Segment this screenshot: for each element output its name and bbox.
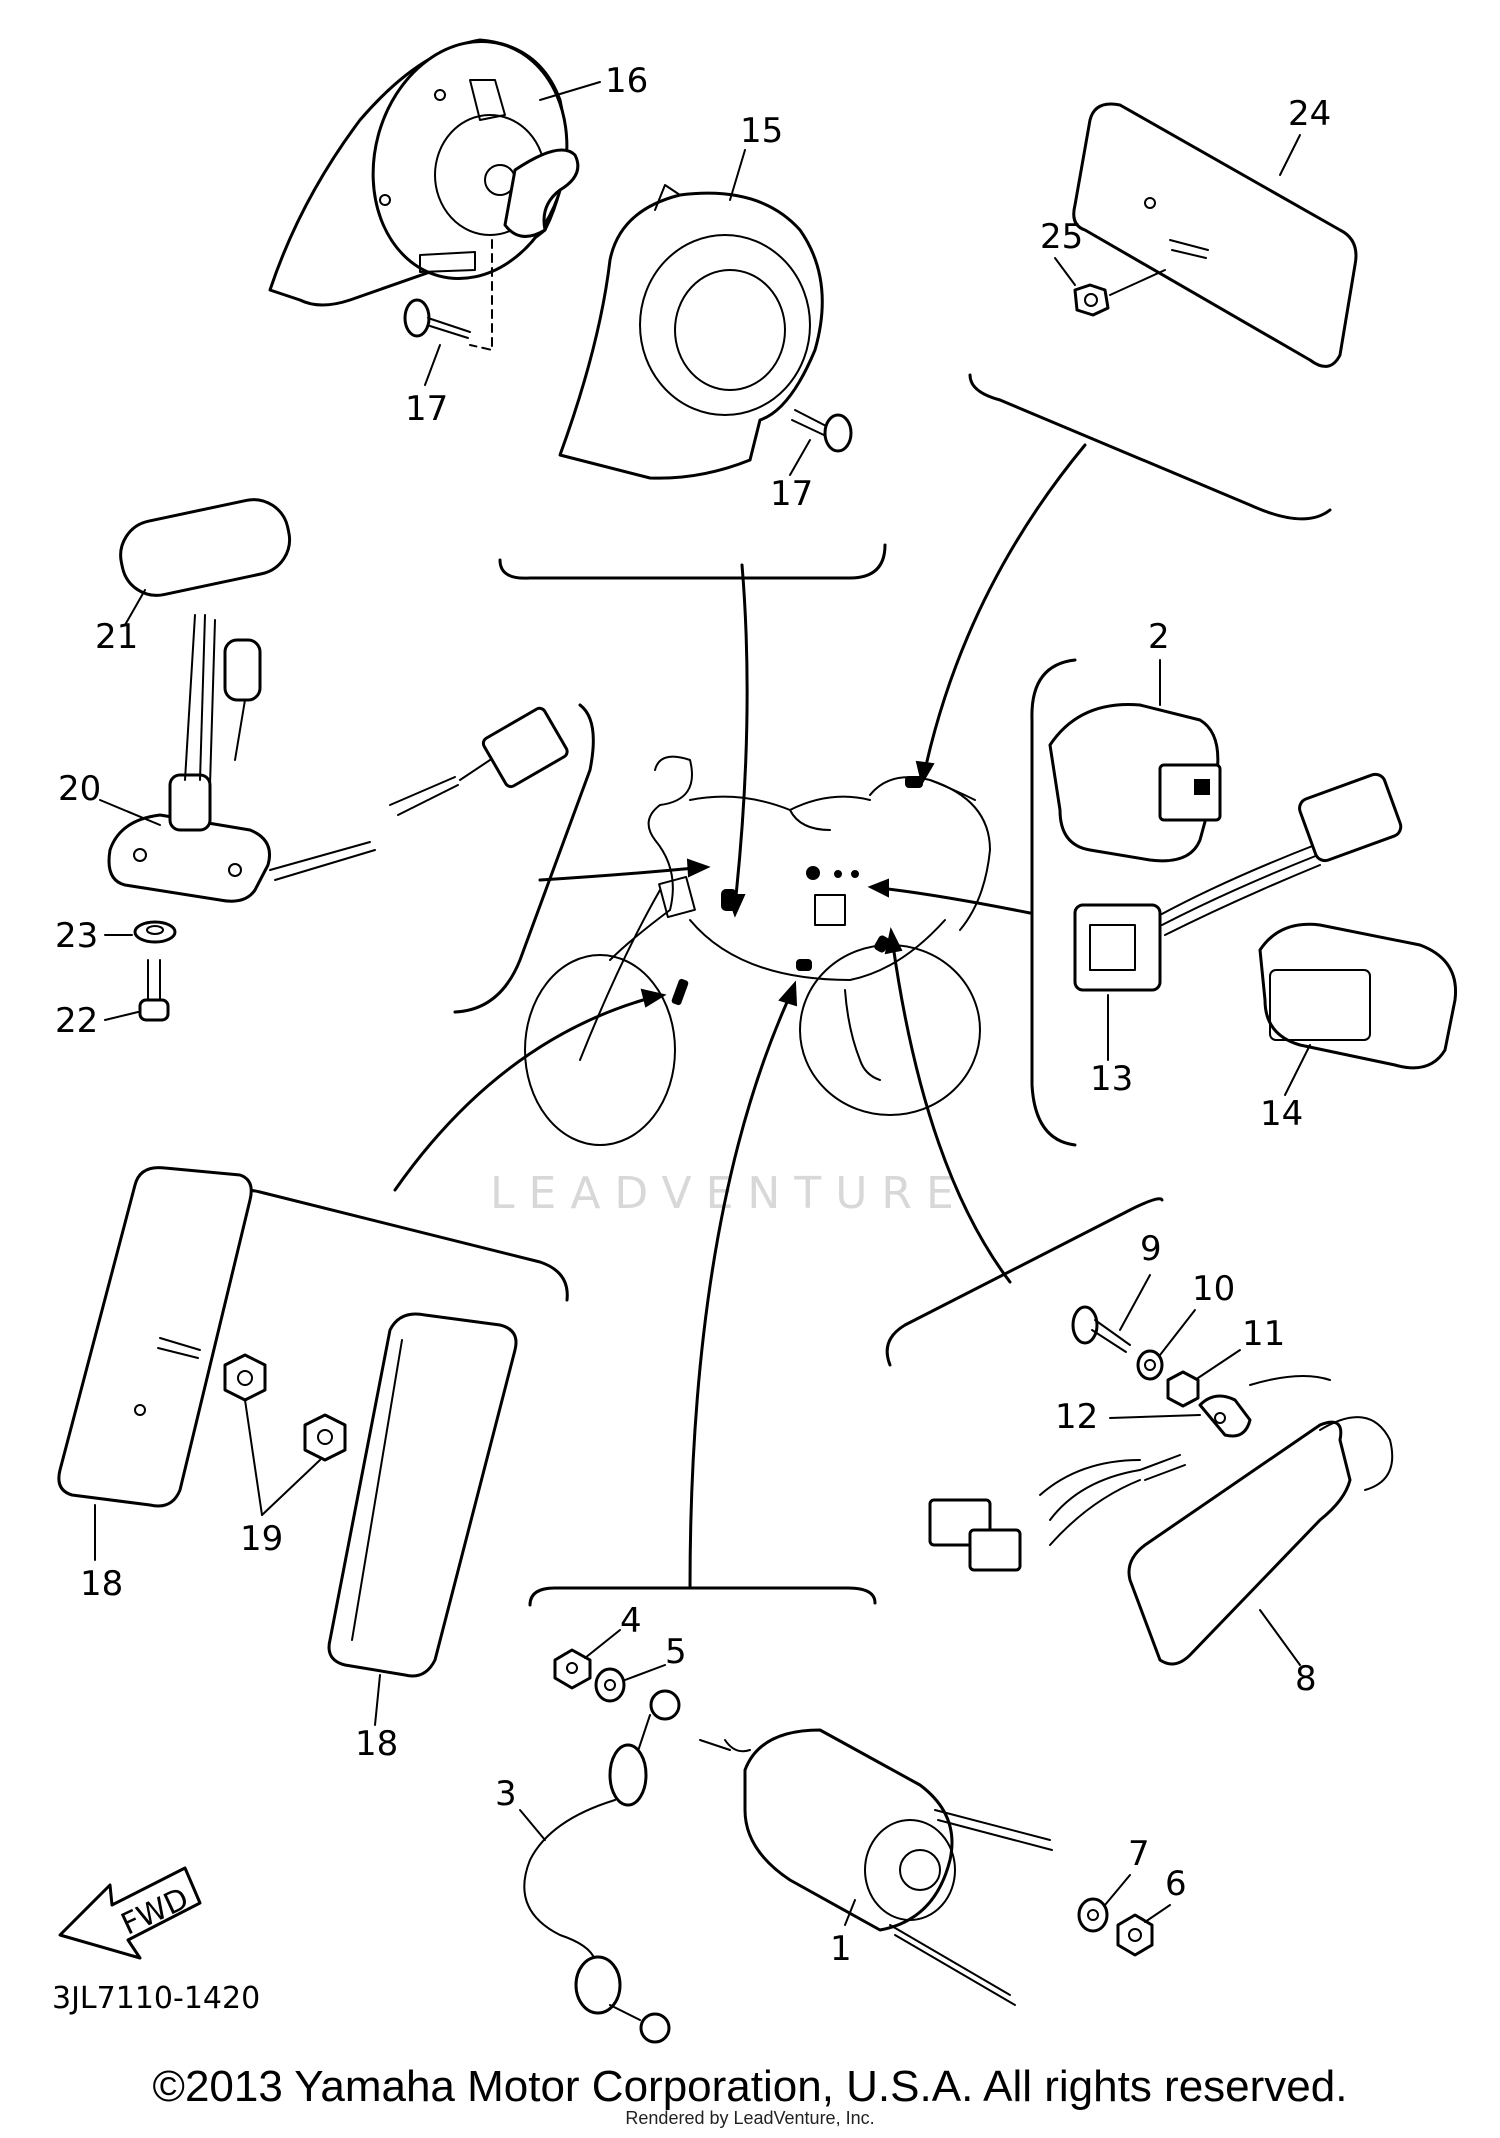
leader-21 [124, 589, 146, 626]
callout-9: 9 [1140, 1229, 1162, 1269]
part-4-nut [553, 1648, 592, 1690]
part-21-gasket [119, 498, 292, 597]
leader-8 [1259, 1609, 1301, 1666]
callout-18a: 18 [80, 1564, 123, 1604]
leader-22 [104, 1011, 139, 1021]
leader-5 [624, 1664, 666, 1681]
leader-19a [244, 1399, 263, 1516]
leader-11 [1197, 1349, 1241, 1379]
motorcycle-silhouette [524, 755, 991, 1146]
part-9-bolt [1071, 1305, 1131, 1353]
callout-2: 2 [1148, 617, 1170, 657]
callout-24: 24 [1288, 94, 1331, 134]
part-1-starter-relay [699, 1728, 1053, 2006]
part-10-washer [1136, 1349, 1164, 1381]
part-17-bolt-right [791, 409, 853, 453]
leader-9 [1119, 1274, 1151, 1331]
part-8-igniter [928, 1375, 1394, 1666]
part-17-bolt-left [403, 298, 471, 339]
callout-18b: 18 [355, 1724, 398, 1764]
part-18-reflector-left [57, 1166, 253, 1508]
callout-11: 11 [1242, 1314, 1285, 1354]
leader-7 [1104, 1874, 1131, 1906]
rendered-by-note: Rendered by LeadVenture, Inc. [625, 2108, 875, 2128]
leader-16 [539, 81, 601, 101]
callout-15: 15 [740, 111, 783, 151]
part-11-nut [1166, 1370, 1200, 1408]
callout-5: 5 [665, 1632, 687, 1672]
diagram-code: 3JL7110-1420 [52, 1981, 260, 2016]
leader-17a-dash [469, 239, 493, 351]
part-2-relay [1048, 703, 1222, 863]
copyright-notice: ©2013 Yamaha Motor Corporation, U.S.A. A… [152, 2062, 1348, 2111]
callout-3: 3 [495, 1774, 517, 1814]
leader-12 [1109, 1414, 1201, 1419]
leader-20 [99, 799, 161, 826]
callout-14: 14 [1260, 1094, 1303, 1134]
leader-6 [1144, 1904, 1171, 1923]
leader-24 [1279, 134, 1301, 176]
leader-17b [789, 439, 811, 476]
callout-22: 22 [55, 1001, 98, 1041]
callout-19: 19 [240, 1519, 283, 1559]
leader-4 [584, 1629, 621, 1659]
part-12-clamp [1198, 1394, 1252, 1438]
part-23-washer [133, 920, 177, 944]
callout-12: 12 [1055, 1397, 1098, 1437]
callout-7: 7 [1128, 1834, 1150, 1874]
callout-20: 20 [58, 769, 101, 809]
leader-25 [1054, 257, 1076, 286]
callout-17b: 17 [770, 474, 813, 514]
part-14-connector [1258, 922, 1458, 1070]
callout-8: 8 [1295, 1659, 1317, 1699]
fwd-arrow [58, 1866, 202, 1960]
callout-25: 25 [1040, 217, 1083, 257]
leader-10 [1159, 1309, 1196, 1356]
leader-14 [1284, 1044, 1311, 1096]
part-18-reflector-right [327, 1312, 518, 1678]
harness-2-13 [1159, 772, 1403, 936]
part-25-nut [1073, 269, 1166, 317]
part-20-sensor [107, 614, 569, 903]
group-brackets [198, 373, 1332, 1607]
callout-17a: 17 [405, 389, 448, 429]
part-22-screw [138, 959, 170, 1022]
part-19-nuts [223, 1353, 347, 1462]
part-13-connector [1073, 903, 1162, 992]
callout-1: 1 [830, 1929, 852, 1969]
callout-16: 16 [605, 61, 648, 101]
callout-21: 21 [95, 617, 138, 657]
leader-18b [374, 1674, 381, 1726]
part-6-nut [1116, 1913, 1154, 1957]
leader-1 [844, 1899, 856, 1926]
part-3-lead-wire [523, 1689, 681, 2044]
callout-23: 23 [55, 916, 98, 956]
part-7-washer [1077, 1897, 1109, 1933]
callout-4: 4 [620, 1601, 642, 1641]
callout-13: 13 [1090, 1059, 1133, 1099]
part-15-horn [558, 184, 824, 480]
leader-17a [424, 344, 441, 386]
part-5-washer [594, 1667, 626, 1703]
part-16-horn [268, 38, 580, 307]
watermark-text: LEADVENTURE [490, 1168, 968, 1219]
callout-6: 6 [1165, 1864, 1187, 1904]
leader-15 [729, 149, 746, 201]
leader-3 [519, 1809, 546, 1841]
callout-10: 10 [1192, 1269, 1235, 1309]
leader-19b [261, 1459, 321, 1516]
part-24-lamp [1072, 102, 1358, 368]
